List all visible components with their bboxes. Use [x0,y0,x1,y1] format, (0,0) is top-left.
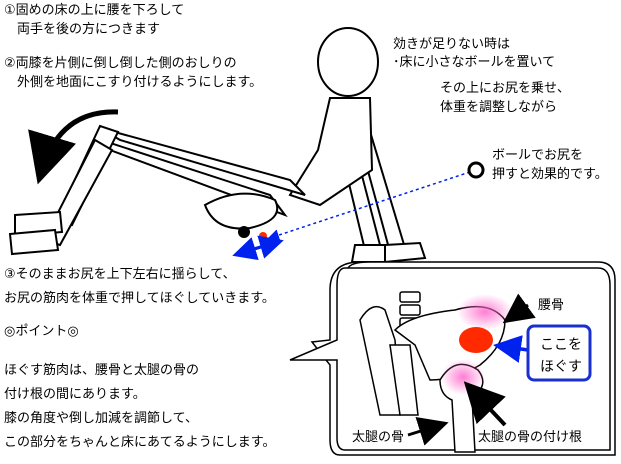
tip-insufficient-line1: 効きが足りない時は [393,37,511,52]
buttocks [203,192,279,230]
label-femur-base: 太腿の骨の付け根 [478,430,583,445]
step2-line1: ②両膝を片側に倒し倒した側のおしりの [4,56,237,71]
contact-point-red [259,232,267,240]
label-hip-bone: 腰骨 [538,298,565,313]
tip-adjust-line2: 体重を調整しながら [440,100,558,115]
contact-point-black [238,226,250,238]
foot-lower [8,228,60,256]
point-line4: この部分をちゃんと床にあてるようにします。 [4,435,276,450]
tip-ball-line1: ボールでお尻を [492,148,584,163]
tip-insufficient-line2: ･床に小さなボールを置いて [393,55,556,70]
rock-arrow-left [232,237,271,261]
ball-pointer-line [269,171,471,239]
point-line1: ほぐす筋肉は、腰骨と太腿の骨の [4,363,200,378]
hip-bone-arrow [502,293,536,324]
step3-line2: お尻の筋肉を体重で押してほぐしていきます。 [4,291,275,306]
step1-line2: 両手を後の方につきます [4,22,161,37]
step3-line1: ③そのままお尻を上下左右に揺らして、 [4,267,236,282]
femur-arrow [407,416,449,446]
here-box [526,324,592,382]
thigh-upper [99,127,306,196]
tip-ball-line2: 押すと効果的です。 [492,167,608,182]
label-femur: 太腿の骨 [352,430,405,445]
step1-line1: ①固めの床の上に腰を下ろして [4,3,185,18]
femur-base-arrow [463,381,507,427]
tilt-arrow [28,109,119,185]
person-figure [8,27,427,264]
femur-highlight [441,359,485,395]
ball-icon [467,161,485,179]
tip-adjust-line1: その上にお尻を乗せ、 [440,81,571,96]
here-arrow [493,335,529,363]
torso [288,97,374,207]
label-here-2: ほぐす [540,359,582,375]
target-muscle [459,327,493,353]
head [317,27,379,97]
label-here-1: ここを [540,337,582,353]
hip-highlight [457,294,513,330]
point-line3: 膝の角度や倒し加減を調節して、 [4,411,198,426]
point-line2: 付け根の間にあります。 [4,387,146,402]
step2-line2: 外側を地面にこすり付けるようにします。 [4,75,263,90]
point-title: ◎ポイント◎ [4,324,79,339]
hand-right [384,241,427,264]
